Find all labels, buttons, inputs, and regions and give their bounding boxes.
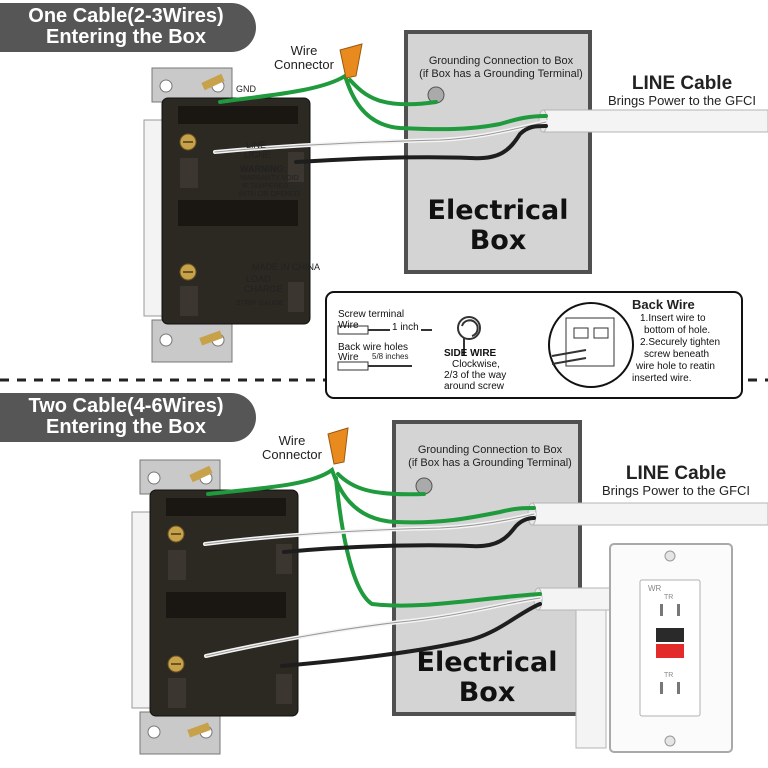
strip-gauge-label: STRIP GAUGE <box>236 300 284 307</box>
box-bottom-line1: Electrical <box>416 647 558 678</box>
instruction-panel <box>325 291 743 399</box>
box-top-line1: Electrical <box>427 195 569 226</box>
wire-connector-bottom-line1: Wire <box>278 433 306 448</box>
screw-terminal-label: Screw terminal <box>338 309 405 320</box>
wire-connector-label-bottom: Wire Connector <box>252 434 332 462</box>
back-wire-title: Back Wire <box>632 297 695 312</box>
ground-wire-bottom-load <box>334 476 542 608</box>
charge-label: CHARGE <box>244 284 283 294</box>
ground-screw-bottom <box>415 477 433 495</box>
back-wire-illustration <box>548 302 634 388</box>
side-wire-text2: 2/3 of the way <box>444 370 507 381</box>
wr-label: WR <box>648 584 662 593</box>
wire-nut-top <box>339 43 363 79</box>
grounding-bottom-line1: Grounding Connection to Box <box>417 444 563 456</box>
gfci-receptacle-top <box>143 67 311 363</box>
grounding-label-top: Grounding Connection to Box (if Box has … <box>412 55 590 81</box>
neutral-wire-bottom-line-outline <box>204 513 535 545</box>
wire-nut-bottom <box>327 427 349 465</box>
line-cable-top-sub: Brings Power to the GFCI <box>607 93 757 108</box>
hot-wire-bottom-line <box>282 516 536 554</box>
back-wire-holes-label: Back wire holes <box>338 342 409 353</box>
bottom-banner-line2: Entering the Box <box>45 416 206 438</box>
side-wire-text3: around screw <box>444 381 505 392</box>
back-wire-step2a: 2.Securely tighten <box>640 337 721 348</box>
neutral-wire-bottom-load-outline <box>205 597 541 657</box>
five-eighths-label: 5/8 inches <box>372 352 409 361</box>
screw-terminal-wire-label: Wire <box>338 320 359 331</box>
electrical-box-label-bottom: Electrical Box <box>394 648 580 708</box>
wire-connector-top-line2: Connector <box>274 57 334 72</box>
line-cable-label-top: LINE Cable Brings Power to the GFCI <box>596 74 768 108</box>
hot-wire-bottom-load <box>280 602 542 668</box>
line-cable-top-title: LINE Cable <box>631 73 733 94</box>
electrical-box-label-top: Electrical Box <box>406 196 590 256</box>
bottom-section-banner: Two Cable(4-6Wires) Entering the Box <box>0 393 256 442</box>
back-wire-step2d: inserted wire. <box>632 373 692 384</box>
side-wire-illustration <box>457 316 481 356</box>
back-wire-step1b: bottom of hole. <box>644 325 711 336</box>
bottom-banner-line1: Two Cable(4-6Wires) <box>28 395 224 417</box>
line-label: LINE <box>246 140 267 150</box>
one-inch-label: 1 inch <box>390 322 421 333</box>
wire-connector-bottom-line2: Connector <box>262 447 322 462</box>
tr-top-label: TR <box>664 594 674 601</box>
wire-connector-top-line1: Wire <box>290 43 318 58</box>
grounding-label-bottom: Grounding Connection to Box (if Box has … <box>400 444 580 470</box>
ground-pigtail-top <box>348 78 438 107</box>
top-banner-line2: Entering the Box <box>45 26 206 48</box>
back-wire-step1a: 1.Insert wire to <box>640 313 706 324</box>
warranty3-label: WITH OR OPENED <box>238 191 300 198</box>
line-cable-top <box>538 109 768 133</box>
top-banner-line1: One Cable(2-3Wires) <box>28 5 224 27</box>
gnd-label: GND <box>236 84 256 94</box>
electrical-box-bottom <box>392 420 582 716</box>
box-bottom-line2: Box <box>458 677 516 708</box>
gfci-outlet-plate <box>609 543 733 753</box>
grounding-top-line2: (if Box has a Grounding Terminal) <box>419 68 583 80</box>
ground-pigtail-bottom <box>336 472 426 497</box>
warning-label: WARNING: <box>240 164 287 174</box>
ground-wire-bottom-line <box>206 466 536 525</box>
warranty1-label: WARRANTY VOID <box>240 175 299 182</box>
wire-connector-label-top: Wire Connector <box>264 44 344 72</box>
ground-wire-top <box>218 72 548 132</box>
load-cable-bottom <box>533 587 613 749</box>
load-label: LOAD <box>246 274 271 284</box>
side-wire-title: SIDE WIRE <box>444 348 497 359</box>
side-wire-text1: Clockwise, <box>452 359 500 370</box>
box-top-line2: Box <box>469 225 527 256</box>
grounding-bottom-line2: (if Box has a Grounding Terminal) <box>408 457 572 469</box>
back-wire-holes-wire-label: Wire <box>338 352 359 363</box>
line-cable-label-bottom: LINE Cable Brings Power to the GFCI <box>584 464 768 498</box>
neutral-wire-top-outline <box>214 121 547 153</box>
made-in-china-label: MADE IN CHINA <box>252 262 321 272</box>
line-cable-bottom-title: LINE Cable <box>625 463 727 484</box>
line-cable-bottom <box>527 502 768 526</box>
electrical-box-top <box>404 30 592 274</box>
grounding-top-line1: Grounding Connection to Box <box>428 55 574 67</box>
gfci-receptacle-bottom <box>131 459 299 755</box>
line-cable-bottom-sub: Brings Power to the GFCI <box>601 483 751 498</box>
reset-button <box>656 628 684 642</box>
back-wire-step2c: wire hole to reatin <box>636 361 715 372</box>
test-button <box>656 644 684 658</box>
tr-bottom-label: TR <box>664 672 674 679</box>
warranty2-label: IF TAMPERED <box>242 183 289 190</box>
top-section-banner: One Cable(2-3Wires) Entering the Box <box>0 3 256 52</box>
ligne-label: LIGNE <box>244 150 272 160</box>
hot-wire-top <box>294 124 548 164</box>
back-wire-step2b: screw beneath <box>644 349 710 360</box>
